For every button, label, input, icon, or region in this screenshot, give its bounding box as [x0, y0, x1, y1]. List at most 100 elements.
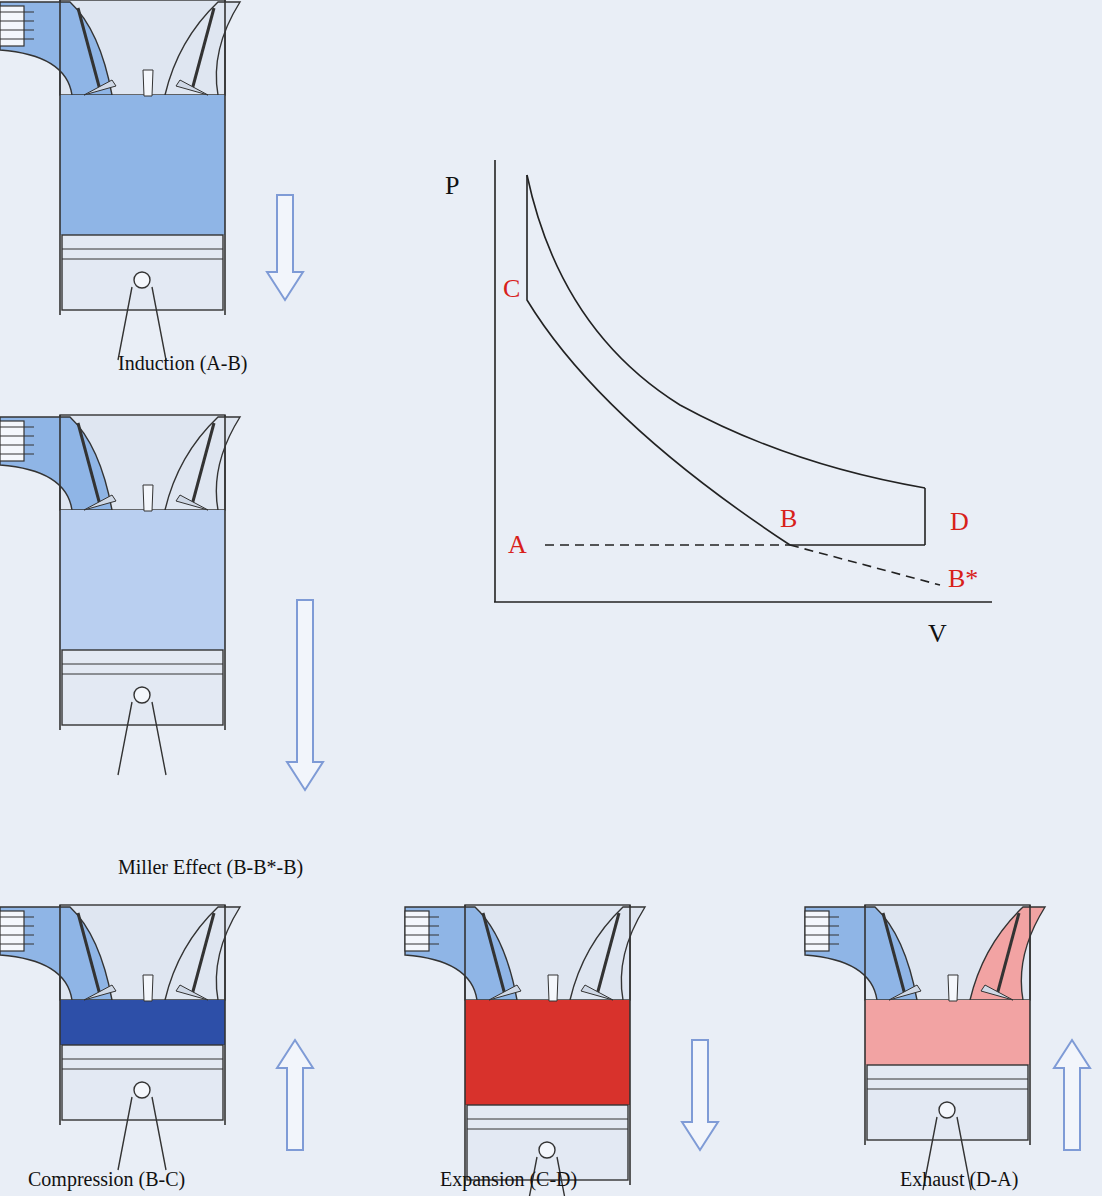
- valve-blade: [805, 925, 839, 926]
- v-axis: [494, 601, 992, 603]
- valve-blade: [0, 426, 34, 427]
- spark-plug: [548, 975, 558, 1001]
- intake-valve-head: [489, 985, 521, 1000]
- bore-wall: [1029, 905, 1031, 1145]
- piston-ring: [467, 1119, 628, 1120]
- valve-blade: [405, 925, 439, 926]
- spark-plug: [948, 975, 958, 1001]
- intake-valve-head: [84, 985, 116, 1000]
- valve-blade: [0, 20, 34, 21]
- bore-wall: [629, 905, 631, 1185]
- blowdown-line: [924, 488, 926, 545]
- valve-blade: [0, 435, 34, 436]
- valve-blade: [0, 916, 34, 917]
- expansion-curve: [527, 175, 925, 488]
- stage-caption: Exhaust (D-A): [900, 1168, 1018, 1190]
- connecting-rod: [118, 287, 166, 360]
- bore-wall: [59, 415, 61, 730]
- exhaust-port: [570, 907, 645, 1000]
- state-point-label: B: [780, 505, 797, 534]
- exhaust-port: [165, 907, 240, 1000]
- piston: [62, 650, 223, 725]
- miller-line: [790, 545, 940, 585]
- valve-blade: [0, 453, 34, 454]
- cylinder-charge: [60, 95, 225, 235]
- gudgeon-pin: [134, 1082, 150, 1098]
- exhaust-port: [970, 907, 1045, 1000]
- piston-ring: [62, 664, 223, 665]
- axis-label: V: [928, 620, 947, 649]
- valve-blade: [0, 29, 34, 30]
- bore-wall: [464, 905, 466, 1185]
- valve-blade: [0, 444, 34, 445]
- p-axis: [494, 160, 496, 602]
- intake-valve-stem: [78, 913, 100, 995]
- connecting-rod: [118, 1097, 166, 1170]
- intake-valve-head: [84, 495, 116, 510]
- bore-wall: [224, 0, 226, 315]
- state-point-label: C: [503, 275, 520, 304]
- induction-line: [545, 544, 790, 546]
- bore-wall: [224, 415, 226, 730]
- valve-blade: [0, 934, 34, 935]
- cylinder-charge: [60, 510, 225, 650]
- spark-plug: [143, 485, 153, 511]
- exhaust-valve-head: [176, 80, 208, 95]
- valve-blade: [405, 934, 439, 935]
- bore-wall: [224, 905, 226, 1125]
- stage-caption: Miller Effect (B-B*-B): [118, 856, 303, 878]
- piston-ring: [62, 259, 223, 260]
- intake-port: [805, 907, 917, 1000]
- exhaust-port: [165, 417, 240, 510]
- intake-valve-head: [889, 985, 921, 1000]
- gudgeon-pin: [134, 687, 150, 703]
- cylinder-figure: [805, 905, 1045, 1190]
- piston-ring: [467, 1129, 628, 1130]
- valve-blade: [0, 925, 34, 926]
- stroke-arrow: [1054, 1040, 1090, 1150]
- exhaust-port: [165, 2, 240, 95]
- intake-valve-stem: [483, 913, 505, 995]
- spark-plug: [143, 975, 153, 1001]
- valve-blade: [805, 934, 839, 935]
- intake-port: [0, 907, 112, 1000]
- valve-blade: [405, 943, 439, 944]
- state-point-label: A: [508, 531, 527, 560]
- state-point-label: B*: [948, 565, 978, 594]
- spark-plug: [143, 70, 153, 96]
- piston-ring: [62, 249, 223, 250]
- cylinder-charge: [465, 1000, 630, 1105]
- intake-port: [0, 2, 112, 95]
- piston: [62, 1045, 223, 1120]
- bore-wall: [59, 0, 61, 315]
- piston-ring: [62, 1069, 223, 1070]
- connecting-rod: [118, 702, 166, 775]
- exhaust-valve-stem: [997, 913, 1019, 995]
- piston-ring: [867, 1089, 1028, 1090]
- exhaust-valve-head: [176, 495, 208, 510]
- axis-label: P: [445, 172, 459, 201]
- intake-valve-stem: [78, 8, 100, 90]
- intake-port: [0, 417, 112, 510]
- stroke-arrow: [267, 195, 303, 300]
- piston: [62, 235, 223, 310]
- valve-blade: [805, 916, 839, 917]
- cylinder-charge: [865, 1000, 1030, 1065]
- compression-curve: [527, 175, 790, 545]
- gudgeon-pin: [939, 1102, 955, 1118]
- cylinder-figure: [405, 905, 645, 1196]
- exhaust-valve-head: [176, 985, 208, 1000]
- stroke-arrow: [287, 600, 323, 790]
- stage-caption: Induction (A-B): [118, 352, 247, 374]
- pv-diagram: [494, 160, 992, 602]
- intake-valve-stem: [883, 913, 905, 995]
- stroke-arrow: [277, 1040, 313, 1150]
- valve-blade: [0, 38, 34, 39]
- stroke-arrow: [682, 1040, 718, 1150]
- cylinder-figure: [0, 905, 240, 1170]
- intake-valve-head: [84, 80, 116, 95]
- cylinder-figure: [0, 415, 240, 775]
- gudgeon-pin: [134, 272, 150, 288]
- exhaust-valve-stem: [597, 913, 619, 995]
